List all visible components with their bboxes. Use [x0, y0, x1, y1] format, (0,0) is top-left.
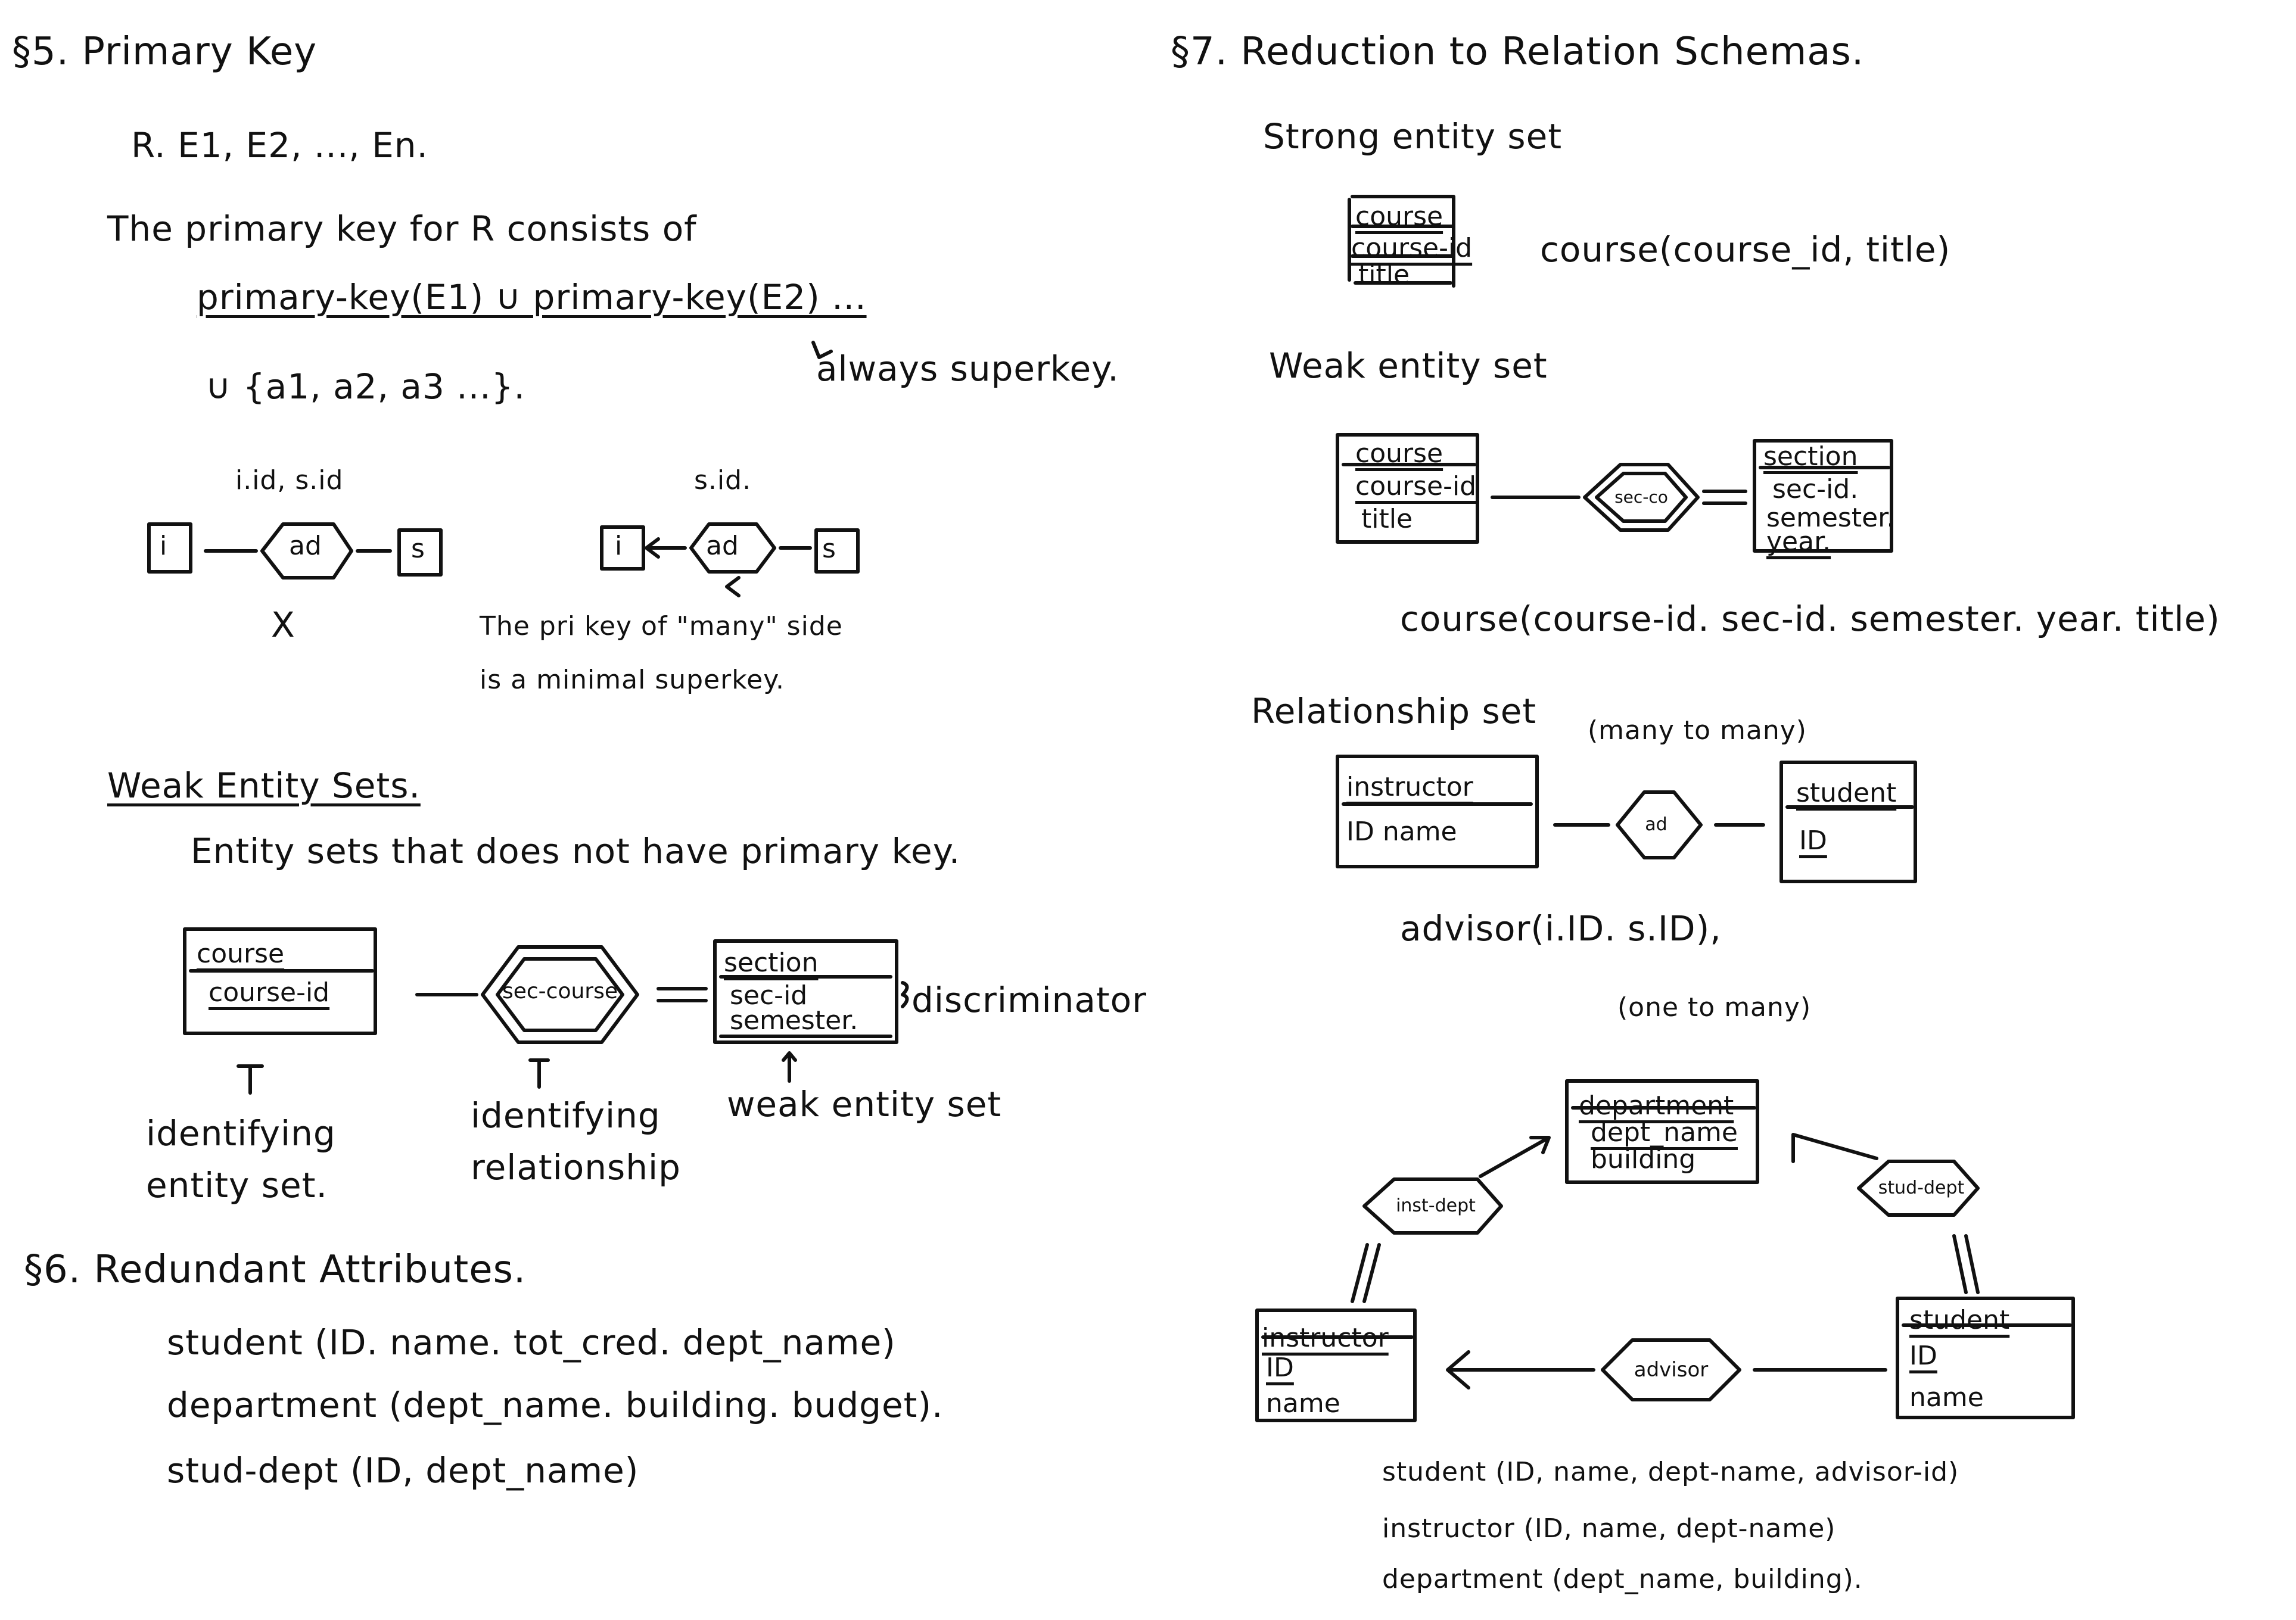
one-to-many-note: (one to many) [1617, 992, 1812, 1023]
s7-weak-owner-name: course [1355, 438, 1443, 469]
section7-heading: §7. Reduction to Relation Schemas. [1171, 30, 1865, 74]
weak-identifying-rel: sec-course [502, 979, 618, 1004]
weak-entity-set-label-s7: Weak entity set [1269, 345, 1548, 386]
example2-pointer [725, 576, 741, 597]
example2-entity-s: s [822, 534, 836, 564]
many-side-note-line1: The pri key of "many" side [480, 611, 843, 641]
superkey-note: always superkey. [816, 348, 1119, 389]
relationship-set-label: Relationship set [1251, 691, 1537, 731]
rel-left-entity-name: instructor [1346, 772, 1473, 802]
strong-entity-label: Strong entity set [1263, 116, 1563, 157]
primary-key-definition: The primary key for R consists of [107, 208, 697, 249]
example1-cross-mark: X [271, 605, 295, 645]
strong-entity-name: course [1355, 201, 1443, 232]
s7-weak-entity-name: section [1763, 441, 1858, 472]
section6-heading: §6. Redundant Attributes. [24, 1248, 527, 1292]
primary-key-union-formula: primary-key(E1) ∪ primary-key(E2) ... [197, 277, 867, 317]
weak-entity-name: section [724, 948, 819, 978]
s7-weak-identifying-rel: sec-co [1614, 487, 1668, 507]
tri-department-name: department [1579, 1091, 1734, 1121]
rel-right-entity-name: student [1796, 778, 1897, 808]
rel-right-entity-attr: ID [1799, 825, 1827, 856]
example2-entity-i: i [615, 531, 623, 561]
example2-box-i [600, 525, 645, 571]
identifying-entity-set-label: identifying entity set. [146, 1113, 336, 1205]
final-instructor-schema: instructor (ID, name, dept-name) [1382, 1513, 1836, 1544]
weak-entity-definition: Entity sets that does not have primary k… [191, 831, 961, 871]
tri-instructor-attr-id: ID [1266, 1353, 1294, 1383]
tri-stud-dept-arrow [1791, 1133, 1878, 1163]
tri-student-name: student [1909, 1305, 2010, 1335]
attribute-union-formula: ∪ {a1, a2, a3 ...}. [206, 366, 525, 407]
tri-rel-stud-dept: stud-dept [1878, 1177, 1965, 1198]
tri-inst-dept-arrow [1479, 1136, 1551, 1178]
rel-diamond-label: ad [1645, 814, 1667, 835]
example1-box-i [147, 522, 192, 574]
section5-heading: §5. Primary Key [12, 30, 318, 74]
tri-instructor-name: instructor [1262, 1323, 1389, 1353]
tri-department-attr-building: building [1591, 1144, 1696, 1174]
example1-rel-ad: ad [289, 531, 322, 561]
weak-entity-heading: Weak Entity Sets. [107, 765, 421, 806]
identifying-relationship-label: identifying relationship [471, 1095, 681, 1188]
redundant-student-schema: student (ID. name. tot_cred. dept_name) [167, 1322, 896, 1363]
strong-entity-attr-title: title [1358, 260, 1410, 290]
tri-student-attr-id: ID [1909, 1341, 1937, 1371]
weak-owner-attr: course-id [209, 977, 330, 1008]
s7-weak-owner-attr-title: title [1361, 504, 1413, 534]
redundant-department-schema: department (dept_name. building. budget)… [167, 1385, 944, 1425]
example2-keys: s.id. [694, 465, 752, 496]
weak-entity-set-label: weak entity set [727, 1084, 1002, 1124]
tri-rel-inst-dept: inst-dept [1396, 1195, 1476, 1216]
many-side-note-line2: is a minimal superkey. [480, 665, 785, 695]
final-department-schema: department (dept_name, building). [1382, 1564, 1863, 1594]
s7-weak-attr-year: year. [1766, 526, 1831, 557]
example2-arrow [645, 537, 687, 559]
redundant-stud-dept-schema: stud-dept (ID, dept_name) [167, 1450, 639, 1491]
example2-rel-ad: ad [706, 531, 739, 561]
tri-advisor-arrow [1446, 1350, 1595, 1390]
s7-weak-attr-secid: sec-id. [1772, 474, 1859, 504]
weak-entity-attr-semester: semester. [730, 1005, 858, 1036]
strong-entity-attr-courseid: course-id [1351, 233, 1473, 263]
tri-department-attr-deptname: dept_name [1591, 1117, 1738, 1148]
example1-entity-i: i [160, 531, 167, 561]
tri-instructor-attr-name: name [1266, 1388, 1340, 1419]
s7-weak-owner-attr-courseid: course-id [1355, 471, 1477, 501]
tri-student-attr-name: name [1909, 1382, 1984, 1413]
example1-keys: i.id, s.id [235, 465, 344, 496]
weak-owner-entity-name: course [197, 939, 285, 969]
strong-entity-schema: course(course_id, title) [1540, 229, 1951, 270]
discriminator-brace [901, 981, 909, 1008]
final-student-schema: student (ID, name, dept-name, advisor-id… [1382, 1457, 1959, 1487]
discriminator-label: discriminator [911, 980, 1147, 1020]
tri-rel-advisor: advisor [1634, 1358, 1709, 1382]
rel-left-entity-attrs: ID name [1346, 817, 1457, 847]
relation-entities-line: R. E1, E2, ..., En. [131, 125, 428, 166]
advisor-schema: advisor(i.ID. s.ID), [1400, 908, 1722, 949]
s7-weak-schema: course(course-id. sec-id. semester. year… [1400, 599, 2220, 639]
example1-entity-s: s [411, 534, 425, 564]
many-to-many-note: (many to many) [1588, 715, 1807, 746]
